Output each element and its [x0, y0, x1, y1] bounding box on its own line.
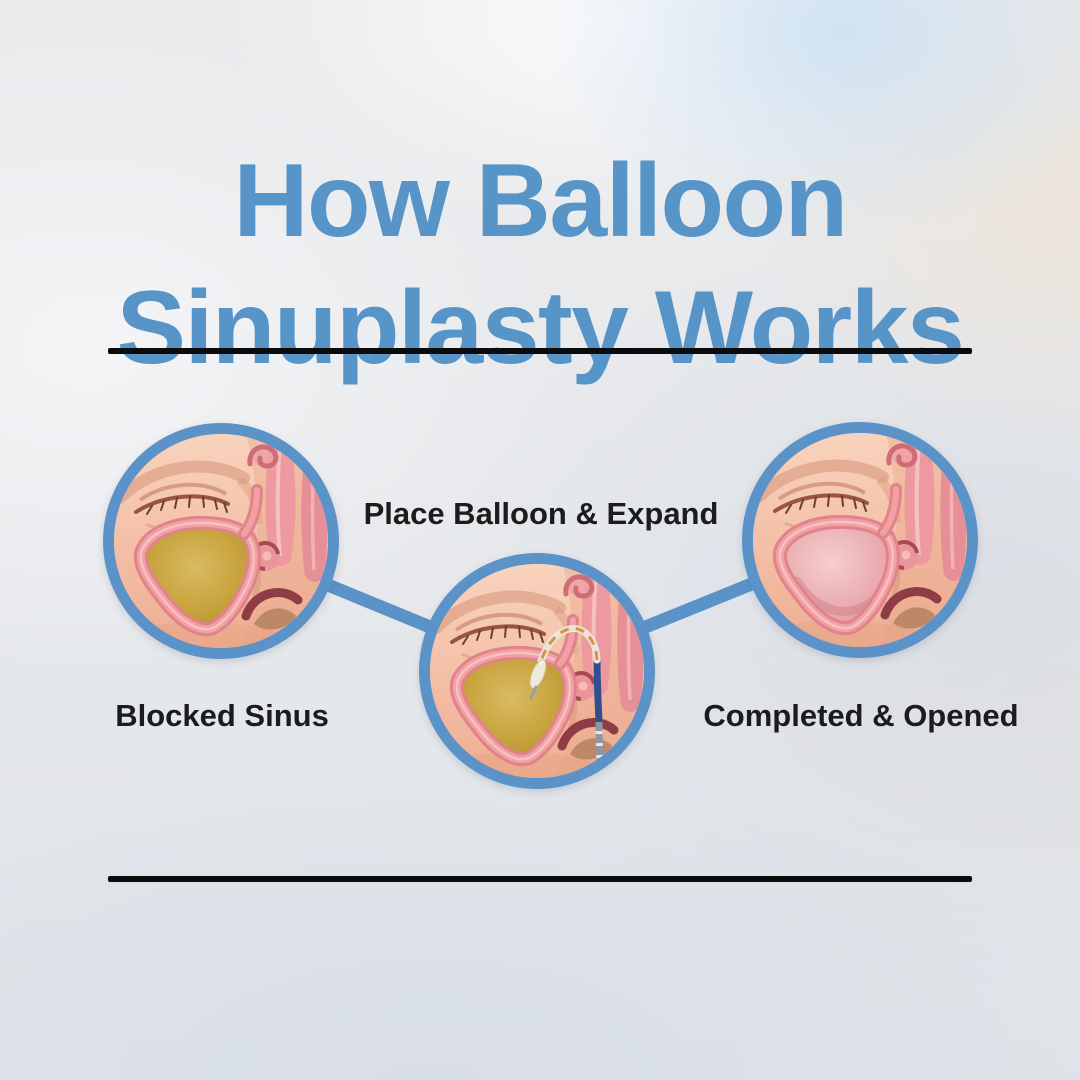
blocked-sinus-illustration: [114, 434, 328, 648]
balloon-placed-illustration: [430, 564, 644, 778]
title-line-1: How Balloon: [233, 142, 848, 259]
step-label-blocked-sinus: Blocked Sinus: [115, 698, 329, 733]
top-divider: [108, 348, 972, 354]
step-label-completed-opened: Completed & Opened: [703, 698, 1019, 733]
step-circle-blocked-sinus: [103, 423, 339, 659]
title-line-2: Sinuplasty Works: [116, 269, 965, 386]
step-label-place-balloon: Place Balloon & Expand: [363, 496, 719, 531]
sinus-opened-illustration: [753, 433, 967, 647]
page-title: How Balloon Sinuplasty Works: [0, 138, 1080, 392]
bottom-divider: [108, 876, 972, 882]
step-circle-completed-opened: [742, 422, 978, 658]
step-circle-place-balloon: [419, 553, 655, 789]
